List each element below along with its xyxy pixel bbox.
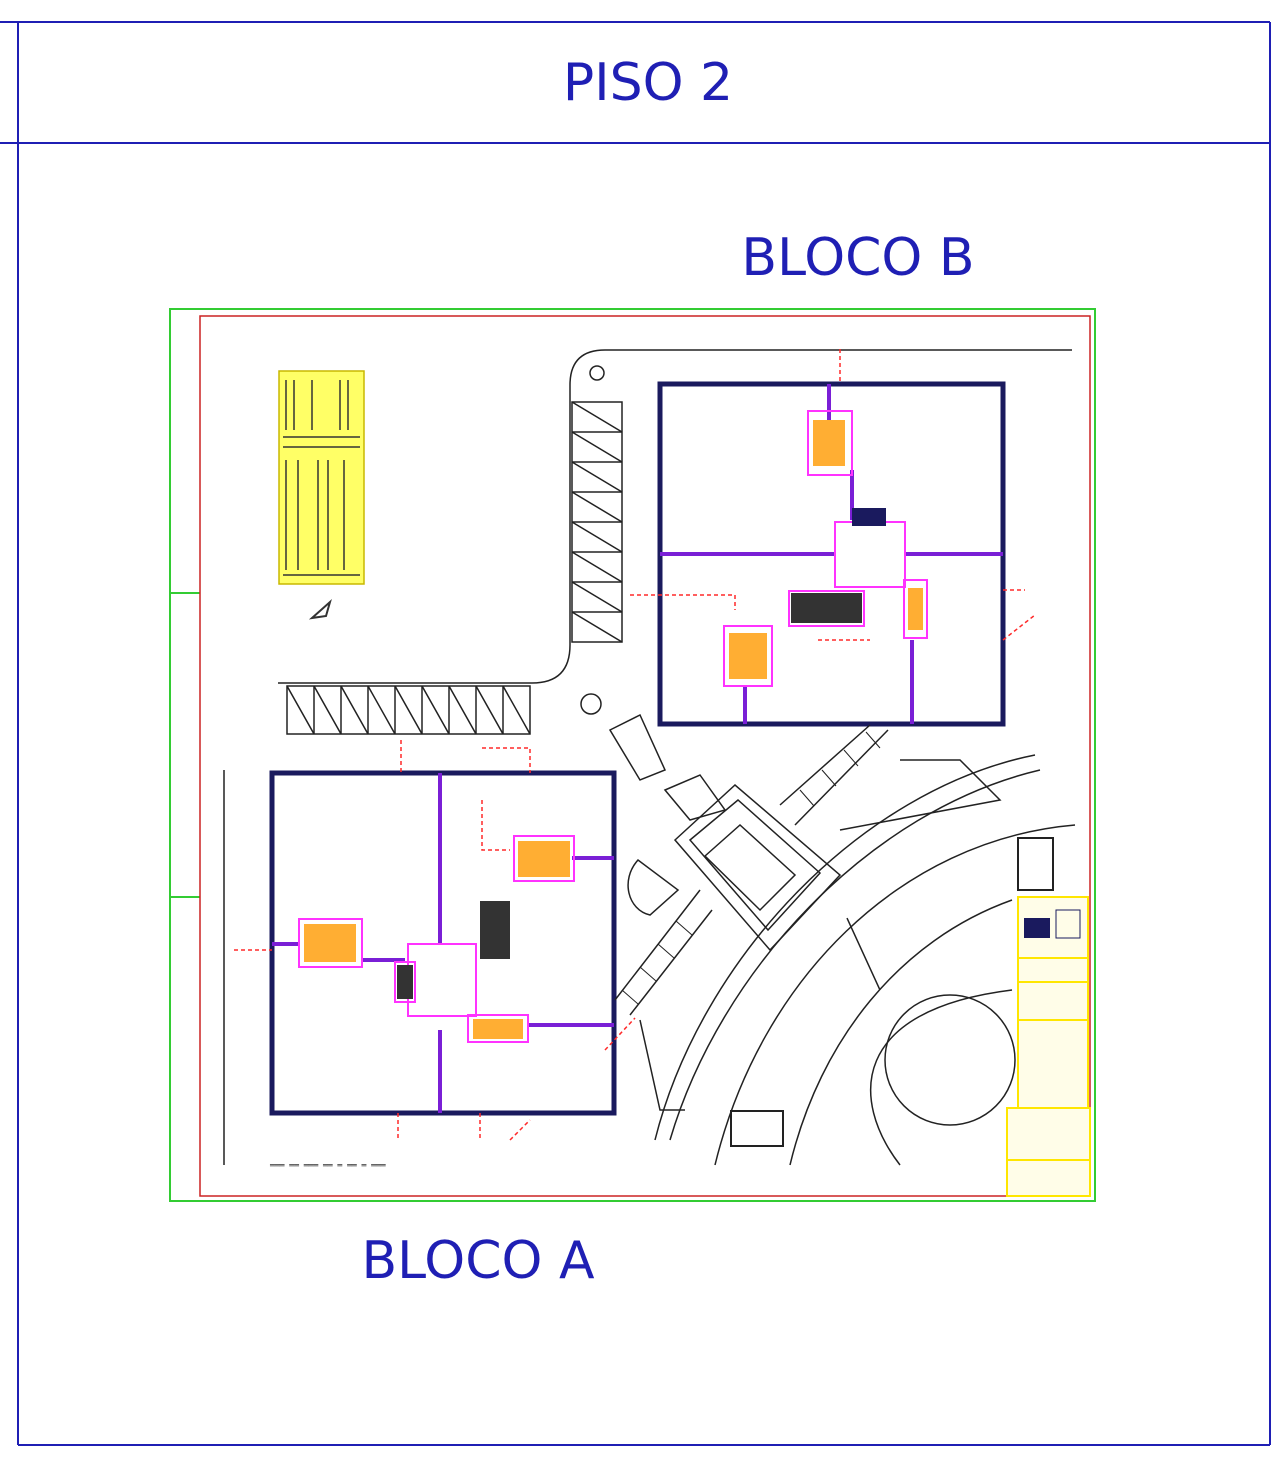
building-a: ═══ ══ ═══ ══ ═ ══ ═ ═══ bbox=[234, 740, 636, 1170]
parking-area-a bbox=[223, 685, 602, 1165]
inner-boundary bbox=[199, 315, 1091, 1197]
sheet-frame bbox=[0, 21, 1271, 1446]
legend-table bbox=[278, 370, 365, 585]
block-b-label: BLOCO B bbox=[741, 228, 974, 288]
site-plan-drawing: ═══ ══ ═══ ══ ═ ══ ═ ═══ bbox=[169, 308, 1096, 1202]
stair-icon bbox=[791, 508, 886, 623]
central-walkway bbox=[608, 713, 889, 1016]
fountain-icon bbox=[673, 783, 842, 952]
title-block bbox=[1006, 896, 1091, 1197]
page-title: PISO 2 bbox=[563, 53, 733, 113]
north-arrow-icon bbox=[308, 598, 332, 620]
parking-area-b bbox=[278, 349, 1072, 684]
building-b bbox=[630, 349, 1036, 727]
svg-text:═══ ══ ═══ ══ ═ ══ ═ ═══: ═══ ══ ═══ ══ ═ ══ ═ ═══ bbox=[269, 1161, 386, 1170]
block-a-label: BLOCO A bbox=[361, 1231, 594, 1291]
equipment-box bbox=[730, 837, 1054, 1147]
elevator-icon bbox=[397, 901, 510, 999]
road-arcs bbox=[627, 754, 1076, 1166]
